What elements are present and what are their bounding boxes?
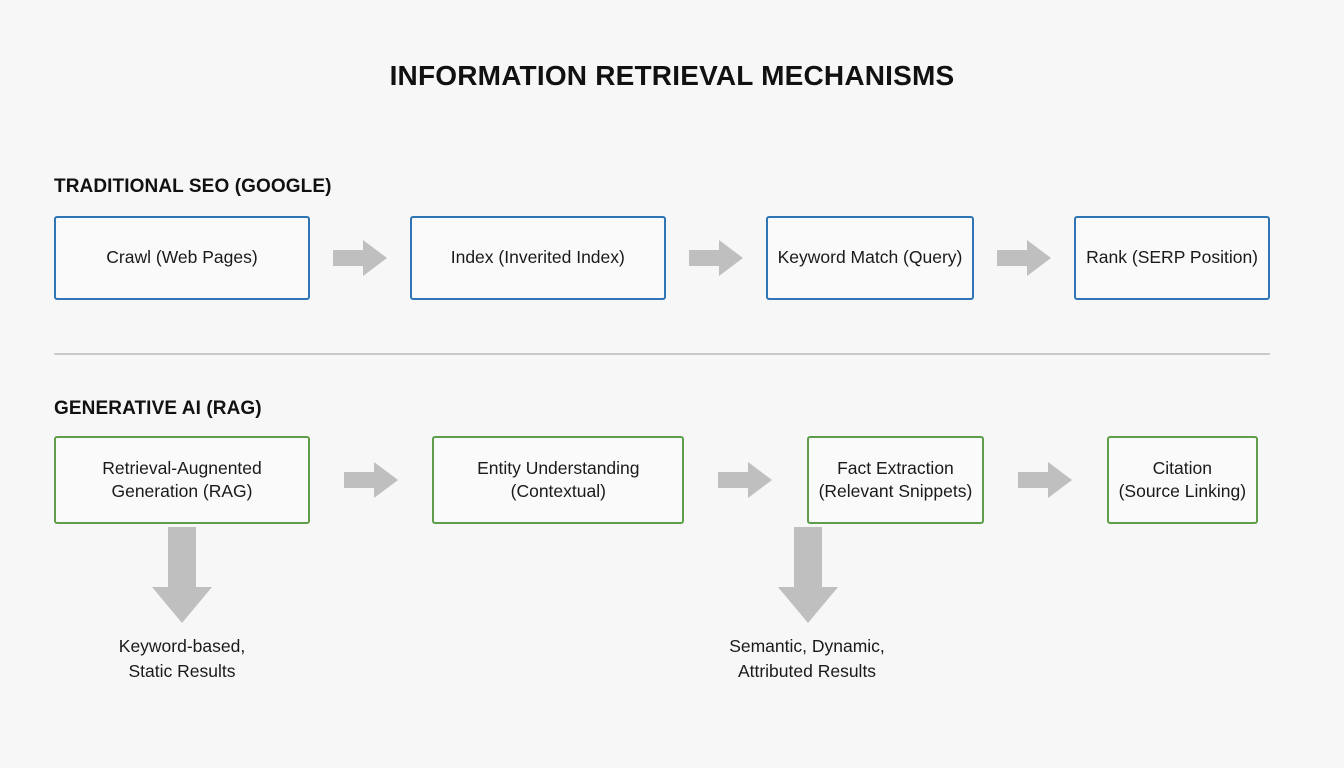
flow-row-generative-ai: Retrieval-Augnented Generation (RAG) Ent… (54, 436, 1259, 524)
flow-node-crawl-line1: Crawl (Web Pages) (106, 247, 258, 268)
arrow-down-icon (150, 527, 214, 623)
flow-node-citation[interactable]: Citation (Source Linking) (1106, 436, 1259, 524)
flow-node-index-line1: Index (Inverited Index) (450, 247, 625, 268)
outcome-caption-traditional-line2: Static Results (128, 661, 236, 682)
arrow-right-icon (684, 460, 806, 500)
flow-node-keyword-match-line1: Keyword Match (Query) (777, 247, 963, 268)
outcome-caption-generative-line2: Attributed Results (737, 661, 877, 682)
outcome-caption-generative-line1: Semantic, Dynamic, (729, 636, 885, 656)
flow-node-fact-extraction-line1: Fact Extraction (837, 457, 954, 478)
arrow-right-icon (984, 460, 1106, 500)
arrow-right-icon (310, 238, 410, 278)
arrow-right-icon (310, 460, 432, 500)
flow-row-traditional-seo: Crawl (Web Pages) Index (Inverited Index… (54, 216, 1271, 300)
section-heading-traditional-seo: TRADITIONAL SEO (GOOGLE) (54, 176, 332, 197)
flow-node-rag[interactable]: Retrieval-Augnented Generation (RAG) (54, 436, 310, 524)
flow-node-citation-line2: (Source Linking) (1118, 481, 1247, 501)
flow-node-fact-extraction[interactable]: Fact Extraction (Relevant Snippets) (806, 436, 985, 524)
outcome-caption-traditional-line1: Keyword-based, (118, 636, 246, 656)
flow-node-citation-line1: Citation (1152, 457, 1212, 478)
flow-node-rank-line1: Rank (SERP Position) (1086, 247, 1259, 268)
flow-node-index[interactable]: Index (Inverited Index) (409, 216, 666, 300)
flow-node-fact-extraction-line2: (Relevant Snippets) (818, 481, 973, 501)
page-title: INFORMATION RETRIEVAL MECHANISMS (389, 60, 955, 91)
arrow-down-icon (776, 527, 840, 623)
outcome-caption-generative: Semantic, Dynamic, Attributed Results (667, 634, 947, 685)
section-divider (54, 353, 1270, 355)
flow-node-rank[interactable]: Rank (SERP Position) (1074, 216, 1271, 300)
outcome-caption-traditional: Keyword-based, Static Results (42, 634, 322, 685)
flow-node-entity-understanding-line1: Entity Understanding (477, 457, 640, 478)
flow-node-entity-understanding-line2: (Contextual) (510, 481, 606, 501)
section-heading-generative-ai: GENERATIVE AI (RAG) (54, 398, 262, 419)
arrow-right-icon (666, 238, 766, 278)
flow-node-rag-line2: Generation (RAG) (111, 481, 253, 501)
flow-node-rag-line1: Retrieval-Augnented (102, 457, 262, 478)
flow-node-entity-understanding[interactable]: Entity Understanding (Contextual) (432, 436, 685, 524)
flow-node-keyword-match[interactable]: Keyword Match (Query) (765, 216, 975, 300)
flow-node-crawl[interactable]: Crawl (Web Pages) (54, 216, 310, 300)
arrow-right-icon (974, 238, 1074, 278)
